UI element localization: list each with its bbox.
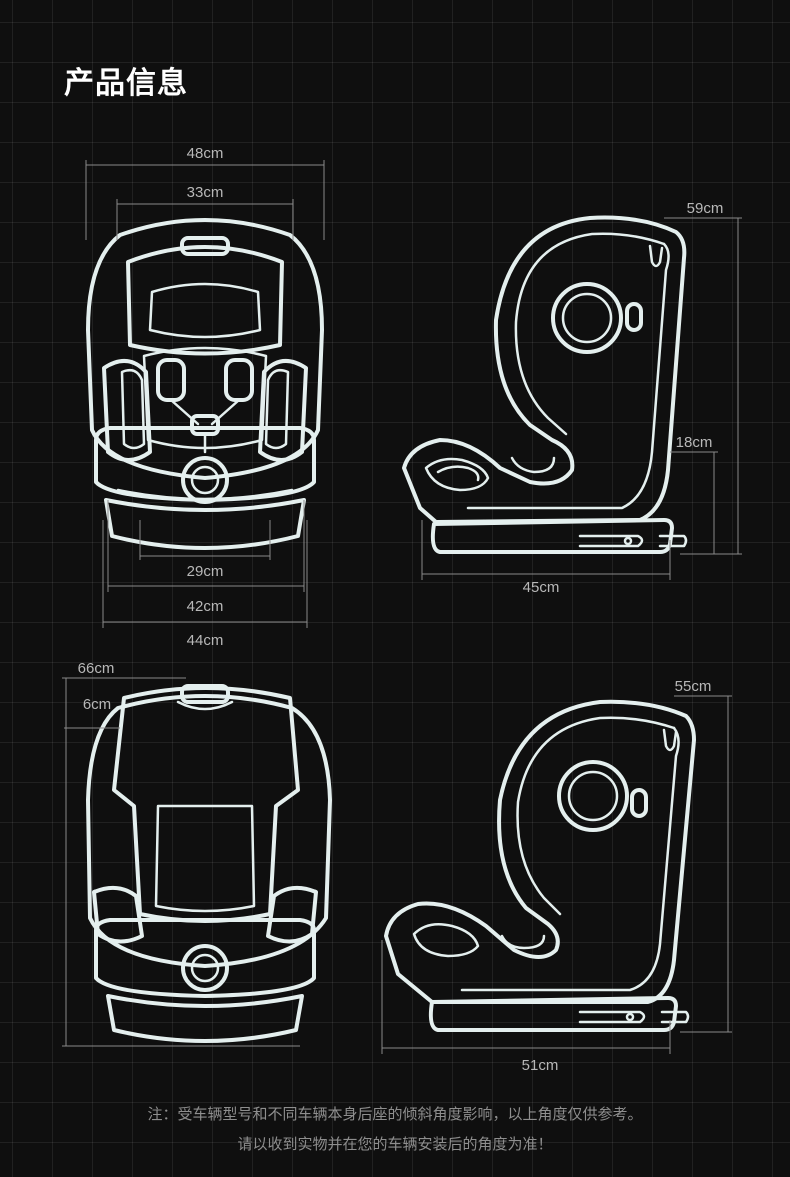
side-view-extended: 55cm 51cm — [381, 678, 732, 1074]
disclaimer-notes: 注：受车辆型号和不同车辆本身后座的倾斜角度影响，以上角度仅供参考。 请以收到实物… — [0, 1100, 790, 1160]
page-title: 产品信息 — [64, 67, 188, 100]
front-view-upright: 48cm 33cm 29cm 42cm 44cm — [85, 145, 325, 649]
front-extended-seat-illustration — [86, 684, 332, 1043]
side-extended-height: 55cm — [675, 678, 712, 695]
front-upright-outer-top-width: 48cm — [187, 145, 224, 162]
front-upright-seat-illustration — [86, 218, 324, 550]
side-upright-base-height: 18cm — [676, 434, 713, 451]
side-upright-dimension-lines — [421, 217, 742, 580]
front-upright-base-mid-width: 42cm — [187, 598, 224, 615]
side-extended-dimension-lines — [381, 695, 732, 1054]
front-upright-base-inner-width: 29cm — [187, 563, 224, 580]
front-upright-base-outer-width: 44cm — [187, 632, 224, 649]
front-extended-headrest-extension: 6cm — [83, 696, 111, 713]
side-upright-seat-illustration — [402, 215, 688, 554]
front-extended-dimension-lines — [62, 677, 300, 1047]
side-view-upright: 59cm 18cm 45cm — [402, 200, 742, 596]
front-extended-height: 66cm — [78, 660, 115, 677]
side-upright-height: 59cm — [687, 200, 724, 217]
side-extended-seat-illustration — [384, 699, 696, 1032]
side-extended-depth: 51cm — [522, 1057, 559, 1074]
disclaimer-line-1: 注：受车辆型号和不同车辆本身后座的倾斜角度影响，以上角度仅供参考。 — [147, 1106, 643, 1123]
disclaimer-line-2: 请以收到实物并在您的车辆安装后的角度为准！ — [237, 1136, 553, 1153]
front-view-extended: 66cm 6cm — [62, 660, 332, 1047]
front-upright-inner-top-width: 33cm — [187, 184, 224, 201]
front-upright-dimension-lines — [85, 160, 325, 628]
side-upright-depth: 45cm — [523, 579, 560, 596]
